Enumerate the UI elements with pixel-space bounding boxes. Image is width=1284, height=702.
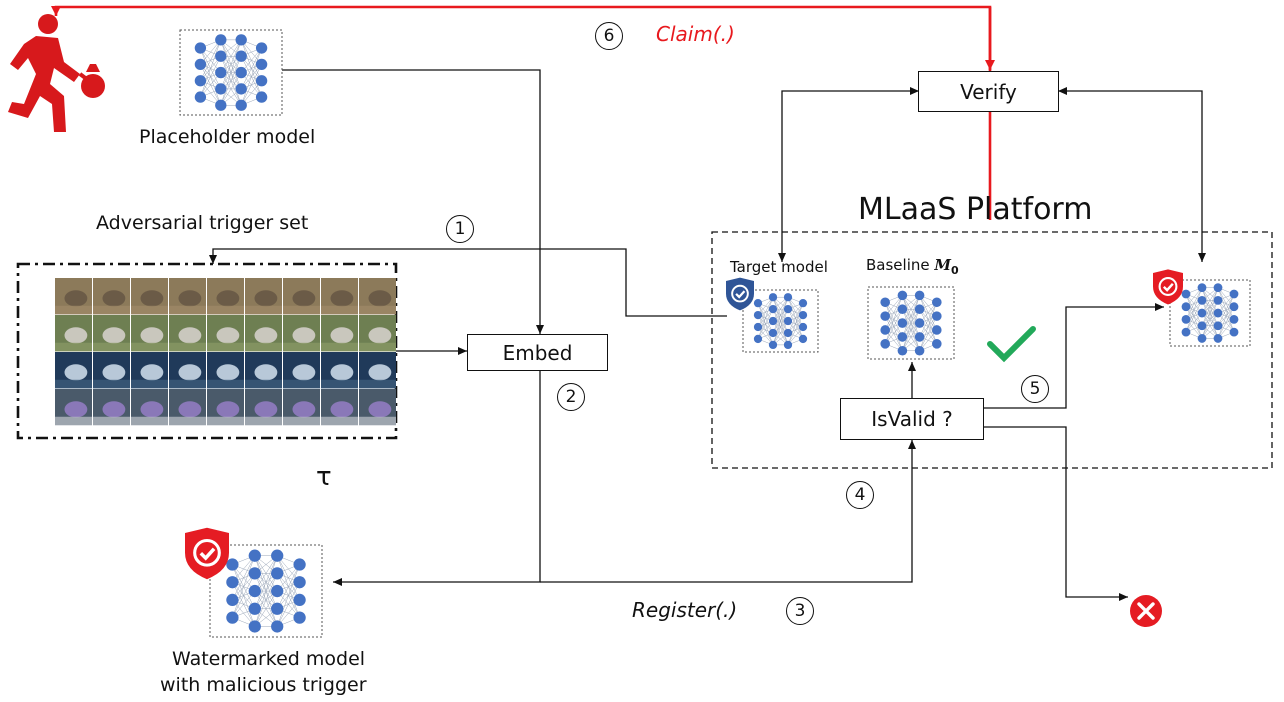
arrow-verify-accepted	[1058, 87, 1206, 262]
tau-symbol: τ	[316, 462, 332, 492]
embed-box: Embed	[467, 334, 608, 371]
trigger-image-tile	[321, 352, 358, 389]
trigger-image-tile	[93, 352, 130, 389]
baseline-symbol: M	[934, 256, 951, 274]
trigger-image-tile	[55, 389, 92, 426]
trigger-image-tile	[283, 315, 320, 352]
step-4: 4	[846, 481, 874, 509]
placeholder-model-label: Placeholder model	[139, 126, 316, 148]
shield-check-icon	[185, 527, 229, 580]
trigger-image-tile	[283, 389, 320, 426]
trigger-image-tile	[359, 352, 396, 389]
trigger-image-tile	[321, 315, 358, 352]
trigger-image-tile	[207, 389, 244, 426]
mlaas-platform-title: MLaaS Platform	[858, 192, 1093, 227]
neural-network-icon	[742, 289, 819, 353]
step-6: 6	[595, 22, 623, 50]
trigger-image-tile	[93, 315, 130, 352]
trigger-image-tile	[245, 278, 282, 315]
trigger-image-tile	[55, 352, 92, 389]
trigger-image-tile	[283, 352, 320, 389]
trigger-image-tile	[359, 389, 396, 426]
trigger-image-tile	[131, 389, 168, 426]
trigger-image-tile	[169, 315, 206, 352]
target-model-label: Target model	[730, 258, 828, 276]
claim-label: Claim(.)	[656, 22, 735, 46]
trigger-image-tile	[169, 389, 206, 426]
neural-network-icon	[867, 286, 955, 360]
trigger-image-tile	[321, 389, 358, 426]
adversarial-trigger-set-label: Adversarial trigger set	[96, 212, 309, 234]
trigger-image-tile	[207, 315, 244, 352]
arrow-isvalid-to-rejected	[984, 426, 1128, 601]
arrow-isvalid-to-accepted	[984, 303, 1164, 409]
baseline-label: Baseline M0	[866, 256, 959, 277]
trigger-image-tile	[207, 278, 244, 315]
trigger-image-tile	[245, 389, 282, 426]
trigger-image-tile	[93, 389, 130, 426]
trigger-image-tile	[131, 315, 168, 352]
arrow-verify-target	[778, 87, 919, 262]
step-2: 2	[557, 383, 585, 411]
verify-box: Verify	[918, 71, 1059, 112]
step-3: 3	[786, 597, 814, 625]
watermarked-model-label-1: Watermarked model	[172, 648, 366, 670]
register-label: Register(.)	[632, 598, 738, 622]
check-mark-icon	[987, 326, 1036, 363]
step-5: 5	[1021, 375, 1049, 403]
error-x-icon	[1130, 595, 1162, 627]
arrow-target-to-trigger	[209, 248, 727, 317]
claim-arrow-to-thief	[51, 5, 992, 220]
trigger-image-tile	[207, 352, 244, 389]
trigger-image-tile	[245, 352, 282, 389]
trigger-image-tile	[55, 278, 92, 315]
trigger-image-tile	[245, 315, 282, 352]
arrow-register-to-isvalid	[540, 440, 916, 583]
baseline-text: Baseline	[866, 256, 935, 274]
watermarked-model-label-2: with malicious trigger	[160, 674, 367, 696]
isvalid-box: IsValid ?	[840, 398, 984, 440]
arrow-placeholder-to-embed	[282, 69, 544, 334]
neural-network-icon	[1169, 279, 1251, 347]
trigger-image-tile	[359, 315, 396, 352]
trigger-image-tile	[131, 278, 168, 315]
trigger-image-tile	[359, 278, 396, 315]
trigger-image-tile	[93, 278, 130, 315]
trigger-image-tile	[283, 278, 320, 315]
thief-icon	[8, 14, 105, 132]
baseline-subscript: 0	[950, 264, 959, 277]
shield-check-icon	[726, 277, 754, 311]
shield-check-icon	[1153, 269, 1183, 305]
trigger-image-grid	[16, 262, 398, 440]
trigger-image-tile	[169, 352, 206, 389]
trigger-image-tile	[131, 352, 168, 389]
mlaas-platform-region	[711, 231, 1273, 469]
trigger-image-tile	[55, 315, 92, 352]
neural-network-icon	[209, 544, 323, 638]
neural-network-icon	[179, 29, 283, 116]
trigger-image-tile	[321, 278, 358, 315]
step-1: 1	[446, 215, 474, 243]
trigger-image-tile	[169, 278, 206, 315]
